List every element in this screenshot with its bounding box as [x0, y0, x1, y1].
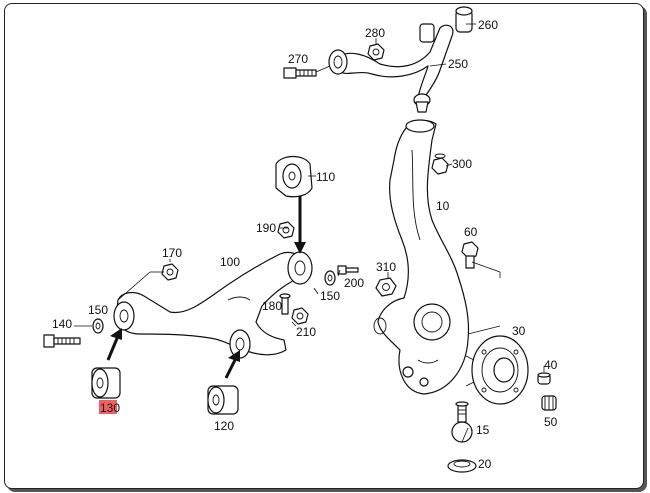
- callout-110: 110: [316, 170, 335, 184]
- callout-250: 250: [448, 57, 468, 71]
- ball-joint[interactable]: [451, 401, 473, 443]
- callout-210: 210: [296, 325, 316, 339]
- hub-sleeve[interactable]: [537, 372, 551, 385]
- callout-130: 130: [100, 401, 120, 415]
- callout-60: 60: [464, 225, 478, 239]
- callout-270: 270: [288, 52, 308, 66]
- wheel-hub[interactable]: [465, 335, 529, 405]
- steering-knuckle[interactable]: [373, 119, 470, 395]
- callout-170: 170: [162, 246, 182, 260]
- callout-280: 280: [365, 26, 385, 40]
- lower-arm-nut-210[interactable]: [291, 307, 309, 325]
- knuckle-bolt[interactable]: [461, 241, 479, 269]
- callout-40: 40: [544, 358, 558, 372]
- lower-arm-bolt-180[interactable]: [279, 293, 291, 315]
- lower-arm-rear-bushing[interactable]: [207, 385, 239, 415]
- callout-150-left: 150: [88, 303, 108, 317]
- callout-10: 10: [436, 199, 450, 213]
- lower-arm-washer-right[interactable]: [324, 270, 336, 286]
- upper-arm-nut[interactable]: [367, 43, 385, 61]
- lower-arm-bolt[interactable]: [43, 334, 81, 348]
- upper-control-arm[interactable]: [328, 24, 454, 113]
- leader-lines: [74, 23, 545, 443]
- callout-50: 50: [544, 415, 558, 429]
- lower-arm-nut-190[interactable]: [277, 221, 295, 239]
- callout-15: 15: [476, 423, 490, 437]
- hub-nut[interactable]: [541, 395, 557, 411]
- upper-arm-bushing[interactable]: [419, 6, 473, 43]
- knuckle-lower-nut[interactable]: [375, 277, 397, 297]
- ball-joint-ring[interactable]: [447, 459, 477, 473]
- callout-310: 310: [376, 260, 396, 274]
- assembly-arrows: [106, 196, 306, 379]
- lower-arm-bracket[interactable]: [275, 155, 313, 198]
- callout-100: 100: [220, 255, 240, 269]
- callout-260: 260: [478, 18, 498, 32]
- lower-arm-front-bushing[interactable]: [91, 367, 121, 399]
- callout-200: 200: [344, 276, 364, 290]
- upper-arm-bolt[interactable]: [283, 67, 317, 79]
- callout-190: 190: [256, 221, 276, 235]
- callout-300: 300: [452, 157, 472, 171]
- callout-120: 120: [214, 419, 234, 433]
- callout-30: 30: [512, 324, 526, 338]
- lower-arm-washer-left[interactable]: [92, 318, 104, 334]
- callout-180: 180: [262, 299, 282, 313]
- callout-20: 20: [478, 457, 492, 471]
- callout-labels: 260 280 270 250 300 110 10 190 60 170 10…: [52, 18, 558, 471]
- knuckle-nut[interactable]: [431, 153, 449, 175]
- callout-140: 140: [52, 317, 72, 331]
- lower-arm-nut-170[interactable]: [161, 263, 179, 281]
- callout-150-right: 150: [320, 289, 340, 303]
- lower-control-arm[interactable]: [113, 251, 313, 359]
- callout-130-highlight: [99, 400, 117, 414]
- lower-arm-bolt-200[interactable]: [337, 265, 359, 275]
